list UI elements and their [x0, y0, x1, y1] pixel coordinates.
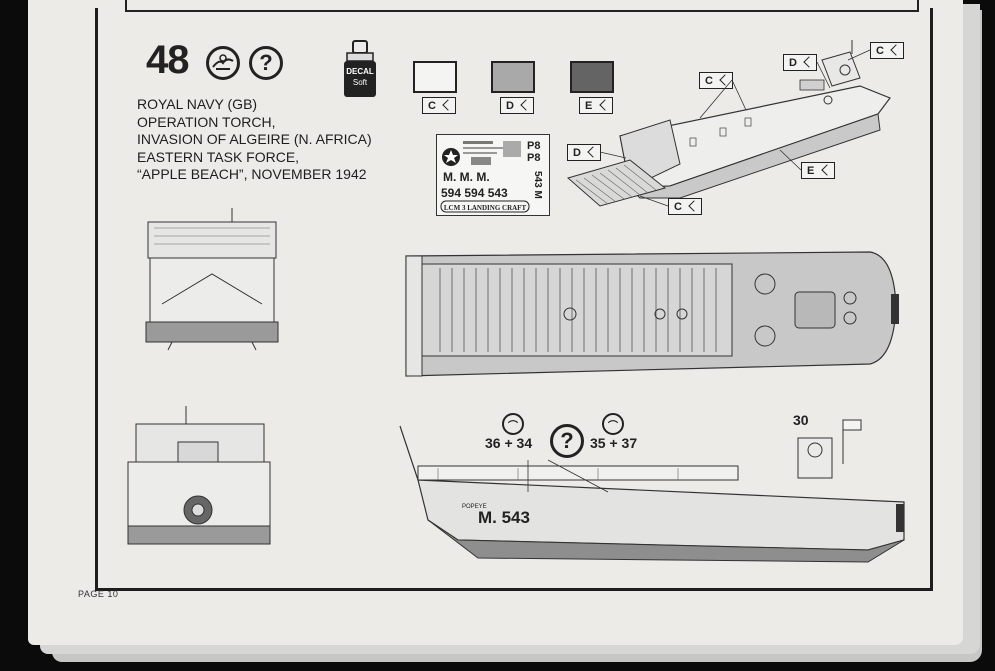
rear-view-illustration — [127, 406, 271, 545]
page-number: PAGE 10 — [78, 589, 119, 599]
callout-c: C — [668, 198, 702, 215]
decal-side-number: 543 M — [532, 171, 543, 199]
decal-numbers: 594 594 543 — [441, 186, 508, 200]
callout-d: D — [567, 144, 601, 161]
step-caption: ROYAL NAVY (GB) OPERATION TORCH, INVASIO… — [137, 96, 372, 184]
decal-bottle-label: DECAL — [346, 67, 374, 76]
caption-line: INVASION OF ALGEIRE (N. AFRICA) — [137, 131, 372, 147]
decal-code-2: P8 — [527, 152, 540, 164]
decal-bottle-sublabel: Soft — [353, 78, 368, 87]
top-view-illustration — [405, 251, 899, 377]
paint-swatch-d — [491, 61, 535, 93]
decal-craft-name: LCM 3 LANDING CRAFT — [444, 204, 527, 212]
decal-sheet: P8 P8 M. M. M. 594 594 543 LCM 3 LANDING… — [436, 134, 550, 216]
question-icon: ? — [249, 46, 283, 80]
part-group-right: 35 + 37 — [590, 435, 638, 451]
callout-d: D — [783, 54, 817, 71]
paint-code-d: D — [500, 97, 534, 114]
hull-marking: M. 543 — [478, 508, 530, 527]
decal-application-icon — [206, 46, 240, 80]
step-panel-border — [95, 8, 933, 591]
paint-swatch-e — [570, 61, 614, 93]
hull-small-text: POPEYE — [462, 504, 487, 510]
callout-c: C — [870, 42, 904, 59]
isometric-landing-craft-illustration — [566, 40, 891, 207]
decal-letters: M. M. M. — [443, 170, 490, 184]
decal-softener-bottle-icon: DECAL Soft — [344, 40, 376, 97]
flag-part-number: 30 — [793, 412, 809, 428]
callout-c: C — [699, 72, 733, 89]
caption-line: EASTERN TASK FORCE, — [137, 148, 300, 165]
decal-code-1: P8 — [527, 140, 540, 152]
decal-icon: ⌒ — [502, 413, 524, 435]
front-view-illustration — [145, 208, 279, 351]
question-icon: ? — [550, 424, 584, 458]
caption-line: OPERATION TORCH, — [137, 113, 276, 130]
callout-e: E — [801, 162, 835, 179]
side-view-illustration — [399, 419, 905, 563]
previous-panel-border — [125, 0, 919, 12]
caption-line: ROYAL NAVY (GB) — [137, 96, 258, 112]
paint-swatch-c — [413, 61, 457, 93]
part-group-left: 36 + 34 — [485, 435, 533, 451]
step-number: 48 — [146, 38, 189, 82]
paint-code-c: C — [422, 97, 456, 114]
paint-code-e: E — [579, 97, 613, 114]
decal-icon: ⌒ — [602, 413, 624, 435]
caption-line: “APPLE BEACH”, NOVEMBER 1942 — [137, 166, 367, 182]
